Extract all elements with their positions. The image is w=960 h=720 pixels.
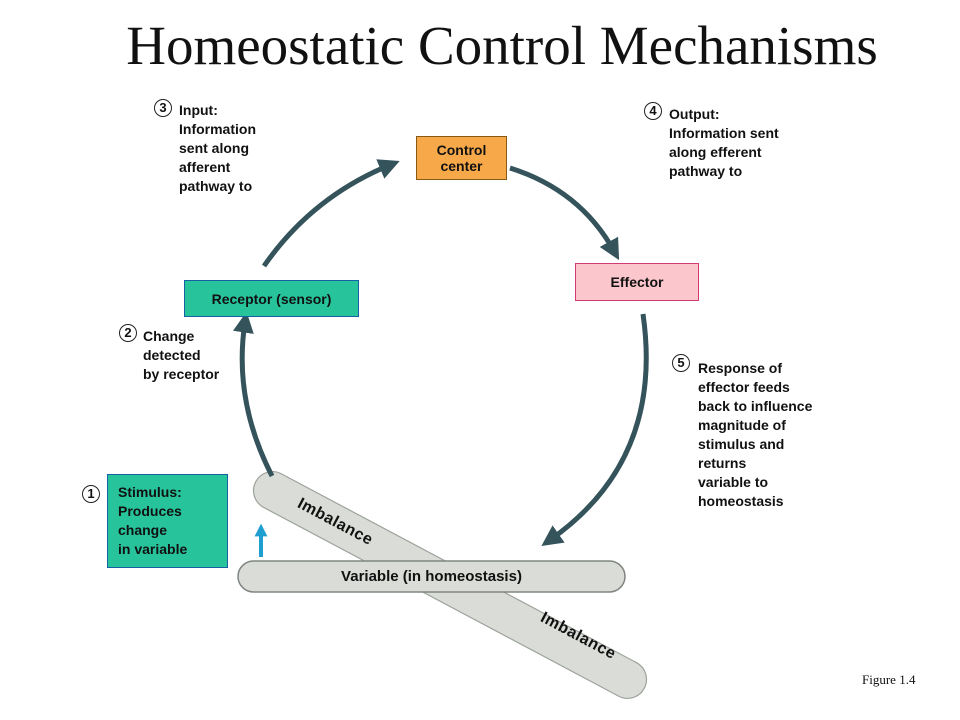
arrow-effector-to-variable [541, 313, 649, 547]
arrow-control-to-effector [509, 165, 620, 261]
arrow-receptor-to-control [261, 159, 400, 268]
variable-bar [237, 560, 626, 593]
effector-label: Effector [610, 274, 664, 290]
step-3-text: Input: Information sent along afferent p… [179, 102, 256, 194]
arrow-variable-to-receptor [233, 311, 275, 478]
step-4-text: Output: Information sent along efferent … [669, 106, 779, 179]
effector-box: Effector [575, 263, 699, 301]
step-5-text: Response of effector feeds back to influ… [698, 360, 813, 509]
control-center-box: Control center [416, 136, 507, 180]
page-title: Homeostatic Control Mechanisms [126, 15, 878, 76]
step-4-badge: 4 [644, 102, 662, 120]
figure-label: Figure 1.4 [862, 672, 916, 687]
step-5-badge: 5 [672, 354, 690, 372]
step-1-badge: 1 [82, 485, 100, 503]
receptor-label: Receptor (sensor) [211, 290, 332, 307]
step-3-badge: 3 [154, 99, 172, 117]
variable-label: Variable (in homeostasis) [341, 567, 522, 585]
step-2-text: Change detected by receptor [143, 328, 220, 382]
variable-label-box: Variable (in homeostasis) [238, 561, 625, 592]
control-center-label: Control center [436, 142, 487, 174]
step-2-badge: 2 [119, 324, 137, 342]
stimulus-box: Stimulus: Produces change in variable [107, 474, 228, 568]
stimulus-label: Stimulus: Produces change in variable [118, 484, 188, 557]
receptor-box: Receptor (sensor) [184, 280, 359, 317]
